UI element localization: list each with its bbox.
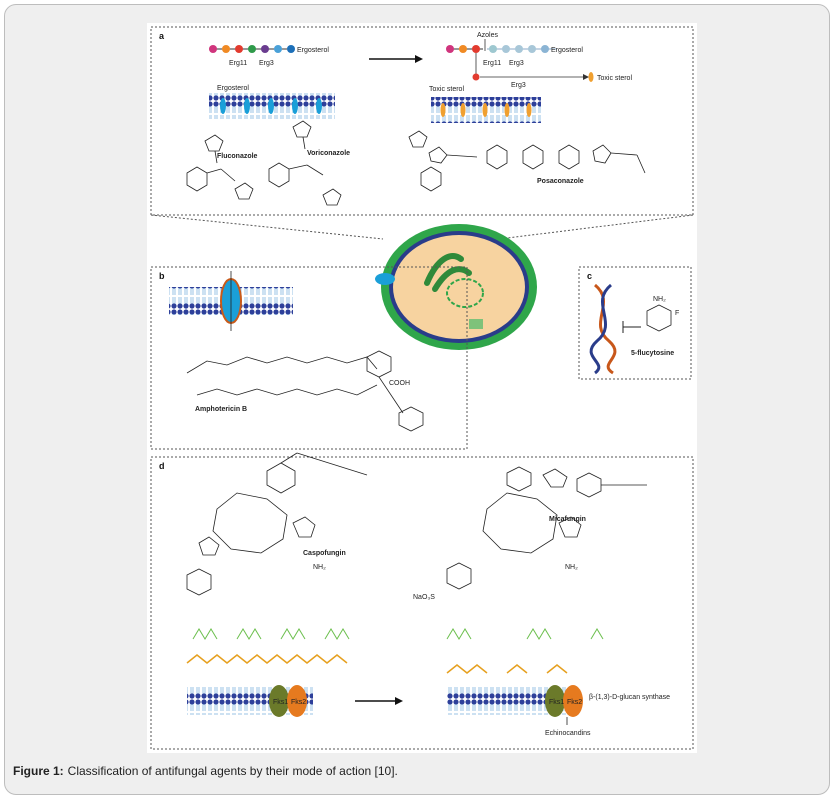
fks2-right-label: Fks2 — [567, 699, 582, 706]
caption-label: Figure 1: — [13, 764, 64, 778]
caption-text: Classification of antifungal agents by t… — [67, 764, 398, 778]
micafungin-label: Micafungin — [549, 516, 586, 523]
echinocandins-label: Echinocandins — [545, 730, 591, 737]
toxic-sterols — [440, 103, 532, 117]
erg11-label: Erg11 — [229, 60, 247, 67]
nh2-label: NH₂ — [653, 296, 666, 303]
panel-c-label: c — [587, 271, 592, 281]
toxic-sterol-left-label: Toxic sterol — [429, 86, 464, 93]
ergosterol-right-label: Ergosterol — [551, 47, 583, 54]
flucytosine-label: 5-flucytosine — [631, 350, 674, 357]
posaconazole-structure — [408, 130, 646, 192]
panel-d-box — [150, 456, 694, 750]
fks1-left — [269, 685, 289, 717]
glucan-right — [446, 628, 604, 674]
naso3-label: NaO₃S — [413, 594, 435, 601]
fks1-right — [545, 685, 565, 717]
amphotericin-structure — [186, 350, 424, 432]
azoles-label: Azoles — [477, 32, 499, 39]
caspo-nh2-label: NH₂ — [313, 564, 326, 571]
flucytosine-structure — [646, 304, 672, 332]
panel-c-box — [578, 266, 692, 380]
mica-nh2-label: NH₂ — [565, 564, 578, 571]
voriconazole-label: Voriconazole — [307, 150, 350, 157]
micafungin-structure — [446, 466, 647, 590]
amphotericin-label: Amphotericin B — [195, 406, 247, 413]
panel-b-box — [150, 266, 468, 450]
pathway-left: Ergosterol Erg11 Erg3 — [209, 45, 329, 67]
figure-image: a Ergosterol Erg11 Erg3 Ergosterol — [147, 23, 697, 753]
erg3-label: Erg3 — [259, 60, 274, 67]
figure-frame: a Ergosterol Erg11 Erg3 Ergosterol — [4, 4, 830, 795]
cooh-label: COOH — [389, 380, 410, 387]
ergosterol-membrane-label: Ergosterol — [217, 85, 249, 92]
toxic-sterol-right-label: Toxic sterol — [597, 75, 632, 82]
fluconazole-structure — [186, 134, 254, 200]
antifungal-diagram: a Ergosterol Erg11 Erg3 Ergosterol — [150, 26, 694, 750]
panel-a-label: a — [159, 31, 165, 41]
dna-helix — [589, 283, 617, 375]
fks2-left — [287, 685, 307, 717]
ergosterol-molecules — [220, 98, 322, 114]
panel-b-label: b — [159, 271, 165, 281]
fks1-right-label: Fks1 — [549, 699, 564, 706]
panel-d-label: d — [159, 461, 165, 471]
erg3-lower-label: Erg3 — [511, 82, 526, 89]
glucan-synthase-label: β-(1,3)-D-glucan synthase — [589, 694, 670, 701]
caspofungin-label: Caspofungin — [303, 550, 346, 557]
fks2-left-label: Fks2 — [291, 699, 306, 706]
fungal-cell — [150, 214, 694, 350]
caspofungin-structure — [186, 452, 368, 596]
voriconazole-structure — [268, 120, 342, 206]
panel-a-box — [150, 26, 694, 216]
f-label: F — [675, 310, 679, 317]
fks1-left-label: Fks1 — [273, 699, 288, 706]
figure-caption: Figure 1: Classification of antifungal a… — [13, 753, 821, 789]
fks2-right — [563, 685, 583, 717]
ergosterol-label: Ergosterol — [297, 47, 329, 54]
erg3-right-label: Erg3 — [509, 60, 524, 67]
glucan-left — [186, 628, 350, 664]
fluconazole-label: Fluconazole — [217, 153, 258, 160]
erg11-right-label: Erg11 — [483, 60, 501, 67]
posaconazole-label: Posaconazole — [537, 178, 584, 185]
pathway-right: Azoles Ergosterol Erg11 Erg3 — [446, 32, 632, 89]
